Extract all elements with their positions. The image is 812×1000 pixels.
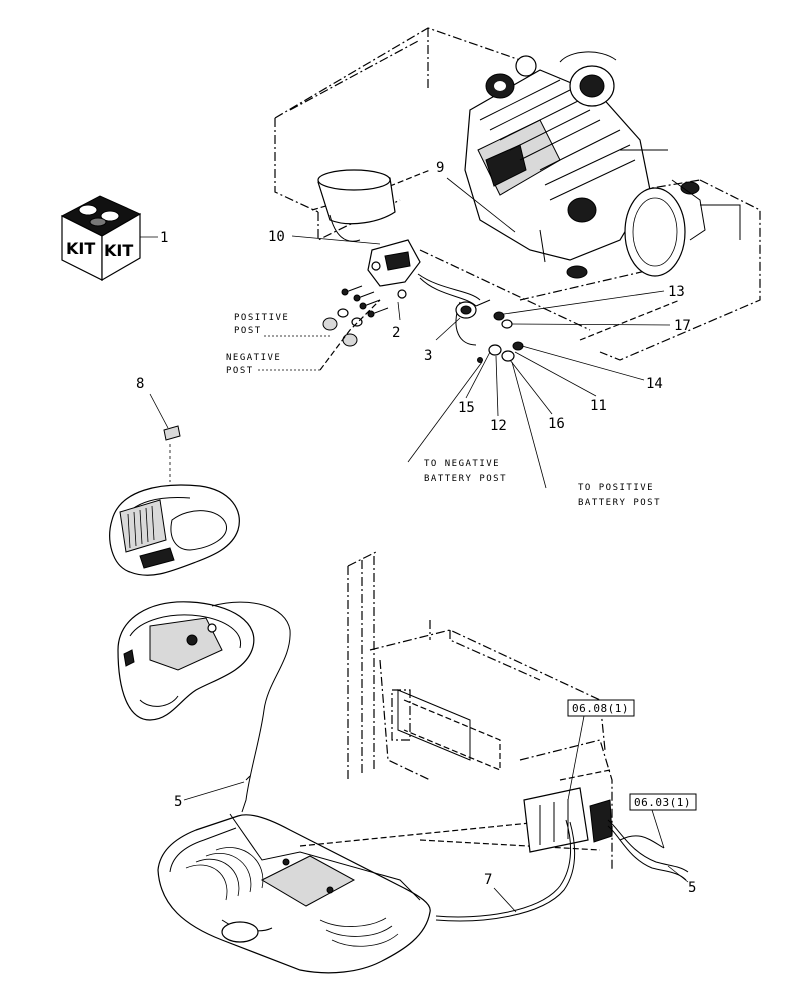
kit-label-left: KIT — [66, 239, 95, 258]
note-negative-post-line1: NEGATIVE — [226, 353, 281, 363]
reference-06-08-label: 06.08(1) — [572, 702, 629, 715]
callout-13: 13 — [668, 284, 685, 300]
connector-hardware — [477, 311, 524, 363]
callout-8: 8 — [136, 376, 144, 392]
callout-15: 15 — [458, 400, 475, 416]
callout-1: 1 — [160, 230, 168, 246]
reference-06-03-label: 06.03(1) — [634, 796, 691, 809]
callout-5-left: 5 — [174, 794, 182, 810]
bolt-set — [322, 285, 389, 347]
cab-structure — [299, 551, 613, 870]
reference-box-06-08[interactable]: 06.08(1) — [567, 699, 635, 717]
kit-box-icon: KIT KIT — [60, 195, 142, 282]
callout-9: 9 — [436, 160, 444, 176]
battery-disconnect-switch — [455, 299, 491, 319]
callout-2: 2 — [392, 325, 400, 341]
callout-17: 17 — [674, 318, 691, 334]
callout-10: 10 — [268, 229, 285, 245]
kit-label-right: KIT — [104, 241, 133, 260]
tank-part — [317, 169, 396, 242]
note-negative-post-line2: POST — [226, 366, 254, 376]
note-to-positive-line2: BATTERY POST — [578, 498, 661, 508]
note-positive-post-line1: POSITIVE — [234, 313, 289, 323]
engine-assembly — [464, 51, 741, 279]
callout-16: 16 — [548, 416, 565, 432]
callout-5-right: 5 — [688, 880, 696, 896]
note-to-negative-line2: BATTERY POST — [424, 474, 507, 484]
note-to-positive-line1: TO POSITIVE — [578, 483, 654, 493]
callout-14: 14 — [646, 376, 663, 392]
instrument-cover-upper — [109, 484, 240, 576]
callout-7: 7 — [484, 872, 492, 888]
callout-11: 11 — [590, 398, 607, 414]
note-positive-post-line2: POST — [234, 326, 262, 336]
relay-box — [523, 787, 613, 853]
engine-frame-outline — [274, 27, 761, 361]
instrument-cover-lower — [117, 601, 255, 721]
floor-mat — [157, 813, 431, 974]
note-to-negative-line1: TO NEGATIVE — [424, 459, 500, 469]
plug-part — [163, 425, 181, 441]
callout-3: 3 — [424, 348, 432, 364]
reference-box-06-03[interactable]: 06.03(1) — [629, 793, 697, 811]
bracket-part — [367, 239, 421, 299]
callout-12: 12 — [490, 418, 507, 434]
